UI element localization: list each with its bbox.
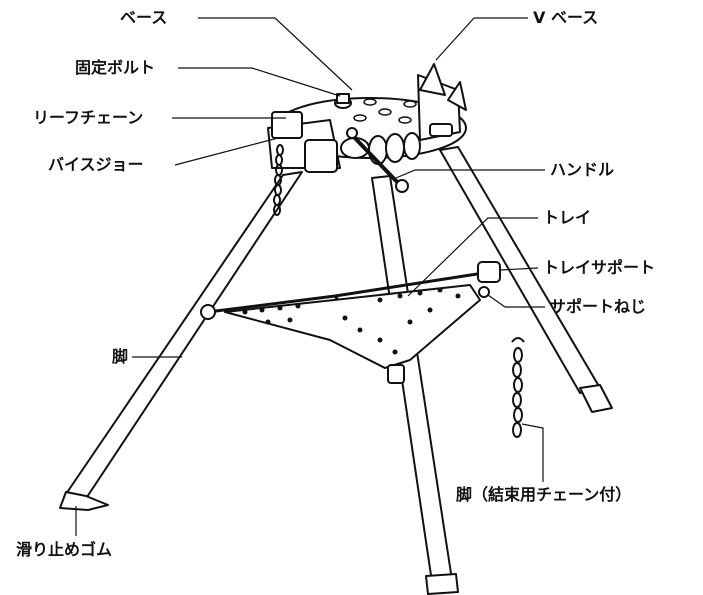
right-leg-foot: [425, 573, 459, 595]
rear-leg-foot: [579, 384, 613, 413]
tray-holes: [242, 287, 461, 355]
leader-base: [198, 17, 353, 91]
label-support-screw: サポートねじ: [550, 297, 647, 316]
label-base: ベース: [120, 8, 168, 27]
left-hanging-chain: [273, 144, 284, 216]
handle-bar: [350, 133, 402, 187]
label-fixing-bolt: 固定ボルト: [75, 58, 156, 77]
tray-arm-left: [207, 294, 336, 314]
leader-v-base: [435, 17, 528, 61]
tray-support-clamp: [477, 261, 501, 283]
v-jaw-left: [419, 63, 446, 96]
base-holes: [353, 98, 417, 124]
support-screw-knob: [478, 286, 490, 298]
label-v-base: V ベース: [533, 8, 599, 27]
leader-leg-with-chain: [521, 423, 544, 482]
label-tray-support: トレイサポート: [543, 258, 656, 277]
label-leaf-chain: リーフチェーン: [33, 108, 144, 127]
tray-arm-right: [334, 270, 491, 298]
label-vise-jaw: バイスジョー: [48, 155, 144, 174]
binding-chain: [511, 337, 525, 438]
leader-tray-support: [499, 267, 539, 271]
label-leg-with-chain: 脚（結束用チェーン付）: [456, 485, 632, 504]
left-clamp: [200, 304, 216, 320]
vise-jaw-screw: [304, 139, 338, 173]
leader-handle: [395, 169, 545, 179]
left-leg: [65, 171, 303, 501]
label-leg: 脚: [112, 347, 129, 366]
leaf-chain-head: [271, 111, 303, 139]
right-leg: [371, 175, 453, 583]
label-handle: ハンドル: [550, 160, 615, 179]
v-jaw-right: [447, 81, 467, 111]
handle-knob: [395, 179, 409, 193]
leader-lines: [75, 17, 545, 536]
left-leg-foot: [59, 491, 109, 511]
tray-plate: [224, 284, 481, 369]
leader-fixing-bolt: [178, 67, 341, 97]
v-base-slot: [429, 123, 453, 137]
leader-support-screw: [487, 294, 545, 308]
leader-tray: [407, 217, 538, 297]
label-tray: トレイ: [543, 208, 592, 227]
leader-vise-jaw: [174, 137, 279, 166]
label-anti-slip-rubber: 滑り止めゴム: [16, 540, 113, 559]
front-clamp: [387, 364, 405, 384]
